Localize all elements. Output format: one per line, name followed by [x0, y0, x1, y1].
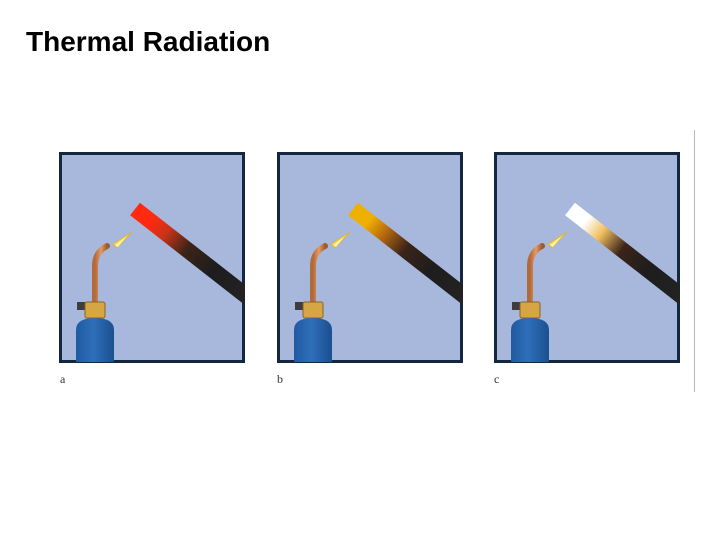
flame-core	[333, 236, 345, 247]
slide-title: Thermal Radiation	[26, 26, 271, 57]
caption-a: a	[60, 372, 66, 386]
metal-rod	[348, 202, 463, 317]
caption-b: b	[277, 372, 283, 386]
valve-knob	[512, 302, 520, 310]
panel-a-heated-rod-red	[59, 152, 245, 363]
metal-rod	[565, 202, 680, 317]
gas-cylinder	[294, 318, 332, 362]
valve-knob	[77, 302, 85, 310]
torch-nozzle	[527, 243, 545, 307]
brass-fitting	[84, 301, 106, 319]
flame-core	[550, 236, 562, 247]
torch-nozzle	[92, 243, 110, 307]
panel-b-heated-rod-yellow	[277, 152, 463, 363]
brass-fitting	[302, 301, 324, 319]
flame-core	[115, 236, 127, 247]
slide-edge-divider	[694, 130, 695, 392]
brass-fitting	[519, 301, 541, 319]
valve-knob	[295, 302, 303, 310]
metal-rod	[130, 202, 245, 317]
gas-cylinder	[511, 318, 549, 362]
panel-c-heated-rod-white	[494, 152, 680, 363]
torch-nozzle	[310, 243, 328, 307]
gas-cylinder	[76, 318, 114, 362]
caption-c: c	[494, 372, 500, 386]
